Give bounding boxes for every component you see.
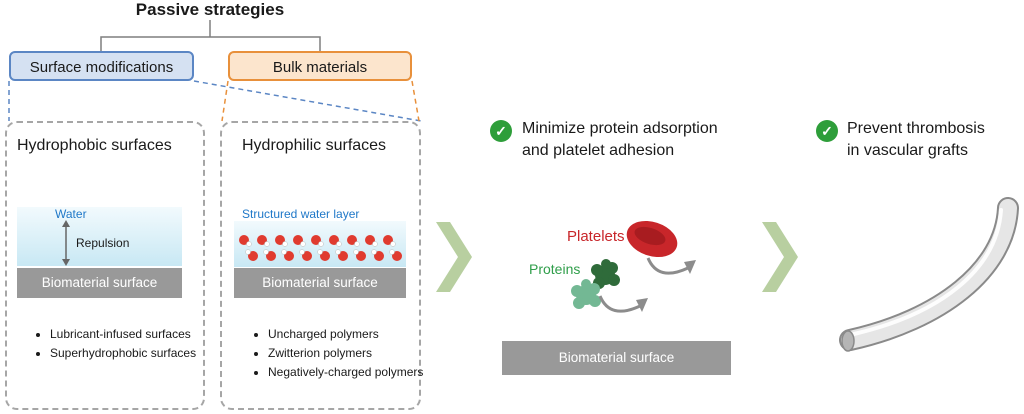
repulsion-arrow-icon: [62, 220, 70, 266]
hydrophobic-bullets: Lubricant-infused surfaces Superhydropho…: [34, 325, 200, 363]
surface-modifications-box: Surface modifications: [9, 51, 194, 81]
hydrophilic-title: Hydrophilic surfaces: [242, 137, 387, 154]
outcome-2-text: Prevent thrombosis in vascular grafts: [847, 118, 985, 162]
proteins-label: Proteins: [529, 261, 581, 277]
hydrophobic-surface-bar: Biomaterial surface: [17, 268, 182, 298]
bulk-leader-right: [411, 80, 420, 122]
bullet-item: Uncharged polymers: [268, 325, 428, 344]
water-molecules-icon: [239, 235, 402, 261]
check-icon: ✓: [816, 120, 838, 142]
platelet-icon: [626, 220, 678, 258]
structured-water-label: Structured water layer: [242, 207, 360, 221]
chevron-right-icon: [762, 222, 798, 292]
bulk-leader-left: [221, 80, 229, 122]
bulk-materials-box: Bulk materials: [228, 51, 412, 81]
outcome-1-line2: and platelet adhesion: [522, 142, 675, 159]
check-icon: ✓: [490, 120, 512, 142]
outcome-2-line2: in vascular grafts: [847, 142, 968, 159]
outcome-1-text: Minimize protein adsorption and platelet…: [522, 118, 718, 162]
protein-dark-icon: [591, 259, 620, 289]
hydrophilic-panel: [220, 121, 421, 410]
diagram-title: Passive strategies: [135, 0, 285, 19]
hydrophilic-bullets: Uncharged polymers Zwitterion polymers N…: [252, 325, 428, 382]
tree-connector: [100, 36, 321, 51]
hydrophobic-panel: [5, 121, 205, 410]
bullet-item: Zwitterion polymers: [268, 344, 428, 363]
hydrophobic-title: Hydrophobic surfaces: [17, 137, 172, 154]
hydrophilic-surface-bar: Biomaterial surface: [234, 268, 406, 298]
protein-light-icon: [571, 279, 601, 309]
bullet-item: Superhydrophobic surfaces: [50, 344, 200, 363]
outcome-surface-bar: Biomaterial surface: [502, 341, 731, 375]
curved-arrow-icon: [598, 295, 648, 313]
bullet-item: Negatively-charged polymers: [268, 363, 428, 382]
platelets-label: Platelets: [567, 228, 625, 245]
bullet-item: Lubricant-infused surfaces: [50, 325, 200, 344]
vascular-graft-icon: [839, 197, 1019, 352]
surface-leader-right: [193, 80, 422, 122]
chevron-right-icon: [436, 222, 472, 292]
water-label: Water: [55, 207, 87, 221]
outcome-1-line1: Minimize protein adsorption: [522, 120, 718, 137]
repulsion-label: Repulsion: [76, 236, 130, 250]
curved-arrow-icon: [646, 257, 696, 275]
outcome-2-line1: Prevent thrombosis: [847, 120, 985, 137]
water-region: [17, 207, 182, 266]
